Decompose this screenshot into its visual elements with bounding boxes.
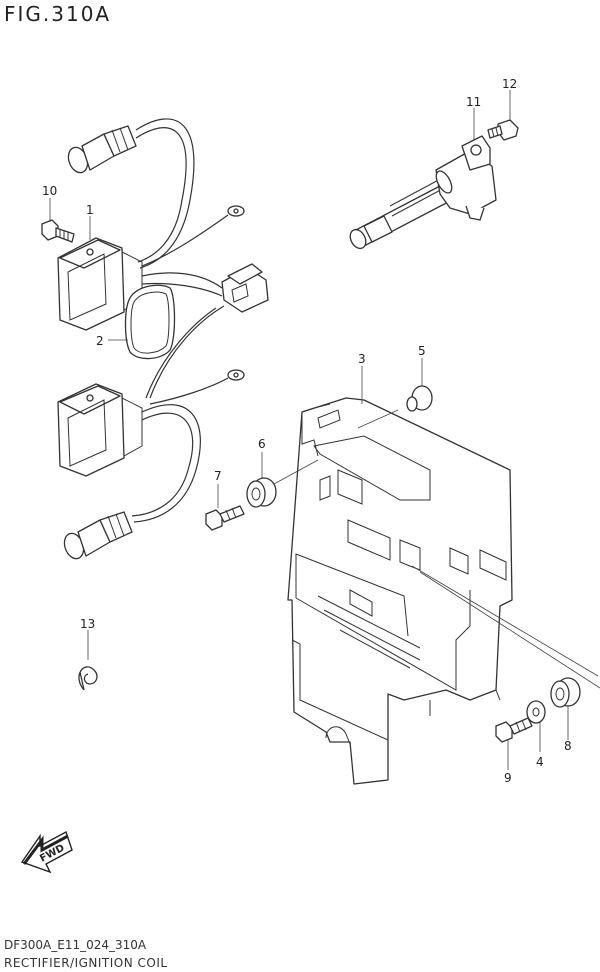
callout-7: 7: [214, 469, 222, 483]
washer-4[interactable]: [526, 700, 546, 724]
rectifier-upper[interactable]: [57, 118, 269, 331]
callout-4: 4: [536, 755, 544, 769]
callout-11: 11: [466, 95, 481, 109]
grommet-6[interactable]: [246, 477, 277, 508]
bolt-7[interactable]: [205, 505, 245, 531]
bolt-10[interactable]: [41, 219, 75, 243]
drawing-name: RECTIFIER/IGNITION COIL: [4, 956, 168, 970]
rectifier-seal[interactable]: [124, 284, 176, 360]
bolt-12[interactable]: [487, 119, 519, 141]
callout-13: 13: [80, 617, 95, 631]
drawing-code: DF300A_E11_024_310A: [4, 938, 147, 952]
callout-10: 10: [42, 184, 57, 198]
callout-1: 1: [86, 203, 94, 217]
callout-12: 12: [502, 77, 517, 91]
callout-3: 3: [358, 352, 366, 366]
clip-13[interactable]: [78, 666, 98, 691]
callout-2: 2: [96, 334, 104, 348]
callout-5: 5: [418, 344, 426, 358]
rectifier-lower[interactable]: [57, 305, 245, 561]
callout-leaders: [49, 90, 569, 770]
figure-title: FIG.310A: [4, 2, 112, 26]
callout-8: 8: [564, 739, 572, 753]
fwd-arrow-icon: FWD: [20, 830, 73, 874]
rectifier-bracket[interactable]: [287, 397, 513, 785]
ignition-coil[interactable]: [347, 135, 497, 251]
callout-6: 6: [258, 437, 266, 451]
bolt-9[interactable]: [495, 717, 533, 743]
grommet-8[interactable]: [550, 677, 581, 708]
callout-9: 9: [504, 771, 512, 785]
assembly-lines: [273, 409, 600, 689]
grommet-5[interactable]: [406, 385, 433, 412]
